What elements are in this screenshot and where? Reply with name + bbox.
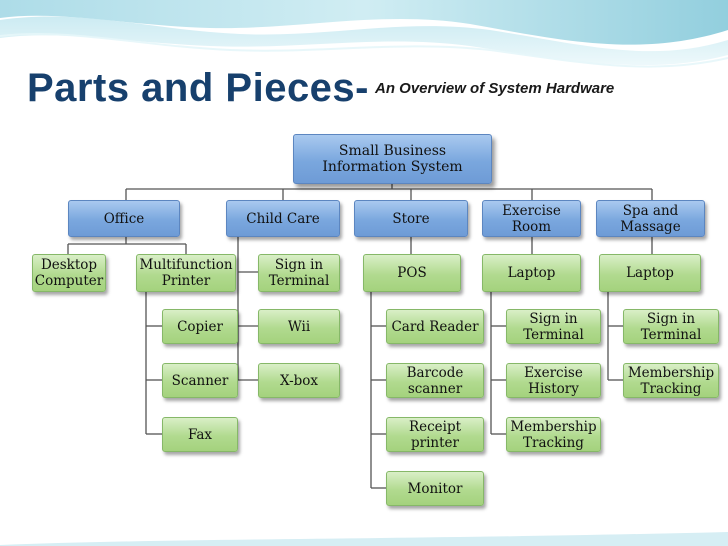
desktop-label-line2: Computer [34,273,104,289]
card-reader-node: Card Reader [386,309,484,344]
barcode-label-line1: Barcode [406,364,464,381]
spa-membership-tracking-node: Membership Tracking [623,363,719,398]
scanner-node: Scanner [162,363,238,398]
title-subtitle: An Overview of System Hardware [375,80,615,97]
xbox-label: X-box [279,372,319,389]
spa-sign-in-line1: Sign in [646,310,696,327]
spa-massage-node: Spa and Massage [596,200,705,237]
pos-label: POS [397,265,427,281]
pos-node: POS [363,254,461,292]
xbox-node: X-box [258,363,340,398]
barcode-scanner-node: Barcode scanner [386,363,484,398]
store-node: Store [354,200,468,237]
exercise-sign-in-line2: Terminal [523,326,584,343]
child-care-node: Child Care [226,200,340,237]
child-care-label: Child Care [246,210,320,227]
root-label-line1: Small Business [338,143,447,159]
spa-membership-line2: Tracking [640,380,702,397]
printer-label-line2: Printer [161,273,211,289]
exercise-membership-line2: Tracking [523,434,584,451]
multifunction-printer-node: Multifunction Printer [136,254,236,292]
exercise-history-node: Exercise History [506,363,601,398]
store-label: Store [392,210,430,227]
child-care-sign-in-line1: Sign in [274,257,324,273]
office-label: Office [103,210,145,227]
exercise-membership-line1: Membership [510,418,597,435]
wii-label: Wii [287,318,311,335]
exercise-room-label-line2: Room [511,218,552,235]
exercise-laptop-node: Laptop [482,254,581,292]
printer-label-line1: Multifunction [139,257,233,273]
exercise-sign-in-terminal-node: Sign in Terminal [506,309,601,344]
exercise-laptop-label: Laptop [507,265,556,281]
title-main: Parts and Pieces- [27,66,369,110]
card-reader-label: Card Reader [391,318,479,335]
exercise-sign-in-line1: Sign in [529,310,578,327]
child-care-sign-in-line2: Terminal [268,273,330,289]
spa-sign-in-terminal-node: Sign in Terminal [623,309,719,344]
spa-laptop-node: Laptop [599,254,701,292]
exercise-membership-tracking-node: Membership Tracking [506,417,601,452]
barcode-label-line2: scanner [407,380,463,397]
receipt-label-line1: Receipt [408,418,462,435]
office-node: Office [68,200,180,237]
wii-node: Wii [258,309,340,344]
spa-massage-label-line2: Massage [620,218,681,235]
copier-label: Copier [177,318,223,335]
exercise-history-line2: History [528,380,579,397]
root-label-line2: Information System [322,159,463,175]
monitor-label: Monitor [407,480,463,497]
fax-node: Fax [162,417,238,452]
exercise-history-line1: Exercise [524,364,583,381]
child-care-sign-in-terminal-node: Sign in Terminal [258,254,340,292]
root-node: Small Business Information System [293,134,492,184]
desktop-computer-node: Desktop Computer [32,254,106,292]
spa-sign-in-line2: Terminal [640,326,702,343]
desktop-label-line1: Desktop [40,257,98,273]
receipt-printer-node: Receipt printer [386,417,484,452]
spa-laptop-label: Laptop [626,265,674,281]
fax-label: Fax [187,426,213,443]
spa-massage-label-line1: Spa and [622,202,679,219]
slide-title: Parts and Pieces- An Overview of System H… [27,66,614,111]
scanner-label: Scanner [171,372,229,389]
monitor-node: Monitor [386,471,484,506]
copier-node: Copier [162,309,238,344]
spa-membership-line1: Membership [627,364,715,381]
exercise-room-label-line1: Exercise [502,202,561,219]
exercise-room-node: Exercise Room [482,200,581,237]
receipt-label-line2: printer [411,434,459,451]
